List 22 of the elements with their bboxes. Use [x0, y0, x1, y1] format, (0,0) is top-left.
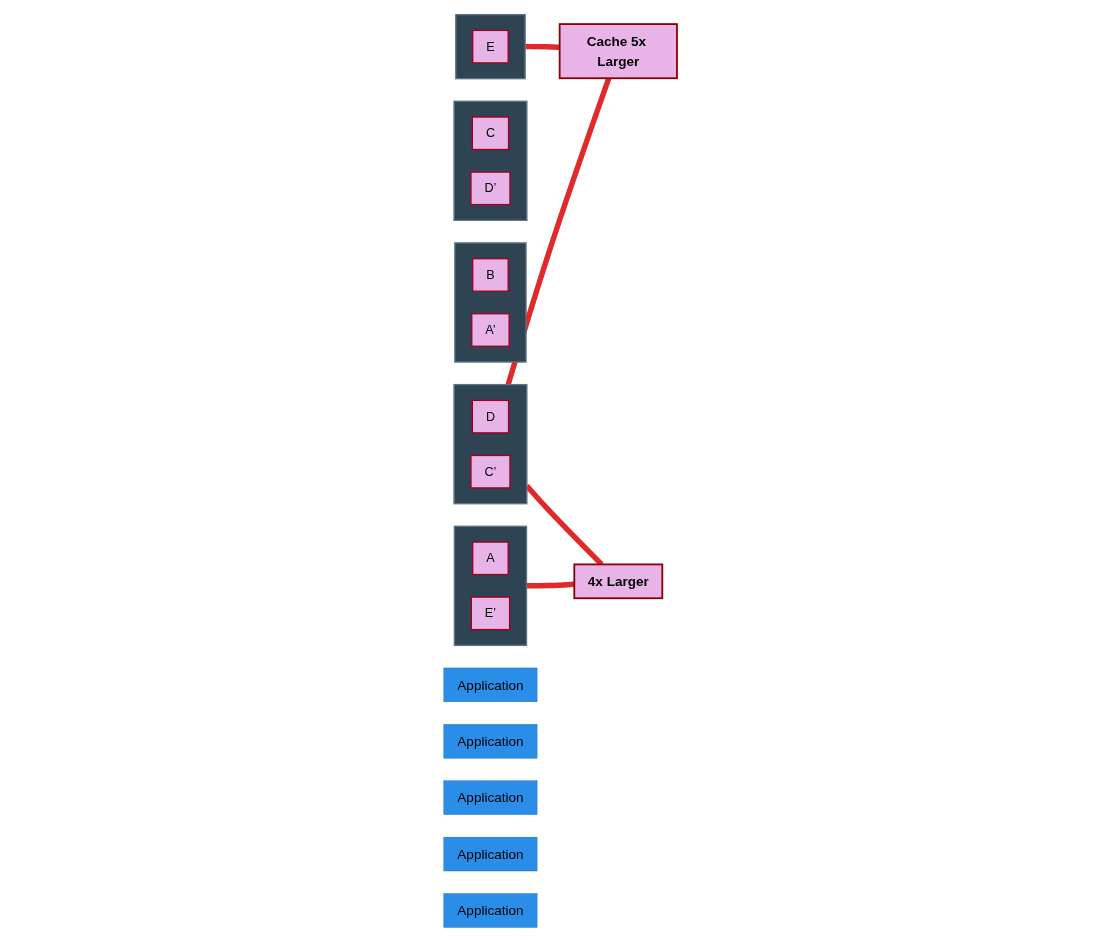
node-box: E — [471, 29, 509, 64]
node-box: D’ — [469, 170, 511, 205]
cluster — [453, 241, 527, 363]
node-box: C — [471, 115, 509, 150]
node-box: Application — [443, 836, 537, 871]
node-box: Application — [443, 723, 537, 758]
cluster — [452, 100, 528, 221]
cluster — [454, 13, 526, 79]
node-box: Cache 5x Larger — [558, 22, 678, 79]
node-box: A’ — [470, 312, 510, 347]
node-box: Application — [443, 780, 537, 815]
node-box: D — [471, 399, 509, 434]
node-box: 4x Larger — [573, 563, 663, 599]
node-box: A — [471, 540, 509, 575]
node-box: E’ — [470, 595, 510, 630]
cluster — [452, 383, 528, 504]
node-box: Application — [443, 667, 537, 702]
cluster — [453, 525, 527, 646]
node-box: C’ — [469, 454, 511, 489]
connector — [505, 76, 611, 385]
node-box: Application — [443, 892, 537, 928]
node-box: B — [471, 257, 509, 292]
